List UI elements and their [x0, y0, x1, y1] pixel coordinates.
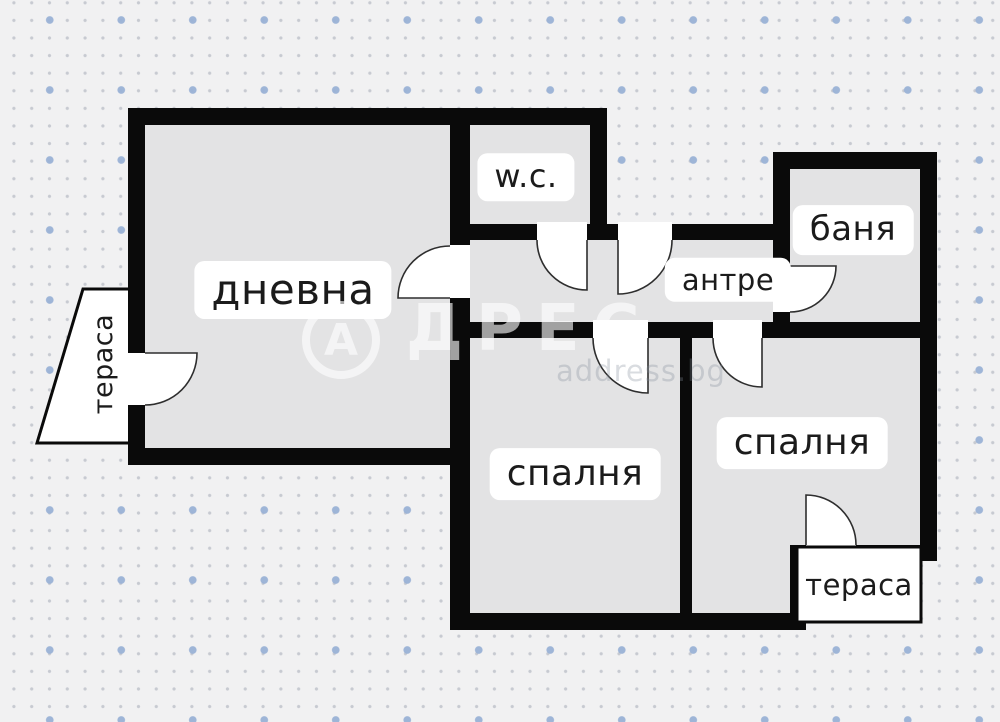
wall-entry-band-3 — [672, 224, 790, 240]
opening-entry — [618, 222, 672, 242]
room-label-bathroom: баня — [792, 205, 914, 255]
wall-entry-band-1 — [450, 224, 537, 240]
opening-living-hallway — [450, 245, 470, 298]
door-living-terrace — [144, 352, 198, 406]
door-bedroom-2 — [712, 337, 763, 388]
opening-wc — [537, 222, 587, 242]
walls — [128, 108, 937, 630]
room-label-wc: w.c. — [477, 153, 575, 201]
wall-outer-bottom — [450, 613, 806, 630]
opening-terrace-left — [128, 353, 145, 405]
door-bedroom-1 — [592, 337, 649, 394]
wall-bedrooms-top-1 — [450, 322, 593, 338]
door-entry — [617, 239, 673, 295]
wall-bedroom-divider — [680, 322, 692, 613]
room-label-terrace-bottom: тераса — [805, 567, 913, 602]
wall-living-bottom — [128, 448, 470, 465]
wall-outer-left-upper — [128, 108, 145, 353]
wall-bedrooms-top-3 — [762, 322, 937, 338]
room-label-bedroom-1: спалня — [489, 448, 661, 500]
wall-outer-right — [920, 152, 937, 561]
room-label-bedroom-2: спалня — [716, 417, 888, 469]
wall-outer-top — [128, 108, 607, 125]
door-terrace-bottom — [805, 494, 857, 546]
opening-bedroom-2 — [713, 320, 762, 340]
wall-bathroom-top — [773, 152, 937, 169]
wall-bedroom1-left — [450, 448, 470, 630]
terrace-bottom-shape — [795, 545, 923, 624]
wall-entry-band-2 — [587, 224, 618, 240]
door-living-hallway — [397, 245, 451, 299]
floor-bedroom-2 — [692, 338, 920, 613]
opening-bedroom-1 — [593, 320, 648, 340]
wall-wc-right — [590, 108, 607, 240]
room-label-terrace-left: тераса — [87, 313, 119, 415]
room-label-living-room: дневна — [194, 260, 392, 320]
door-wc — [536, 239, 588, 291]
wall-bathroom-left-upper — [773, 152, 790, 266]
wall-living-right-upper — [450, 108, 470, 245]
room-label-hallway: антре — [664, 257, 792, 303]
door-swings — [144, 239, 857, 546]
wall-living-right-lower — [450, 298, 470, 448]
door-bathroom — [789, 265, 837, 313]
